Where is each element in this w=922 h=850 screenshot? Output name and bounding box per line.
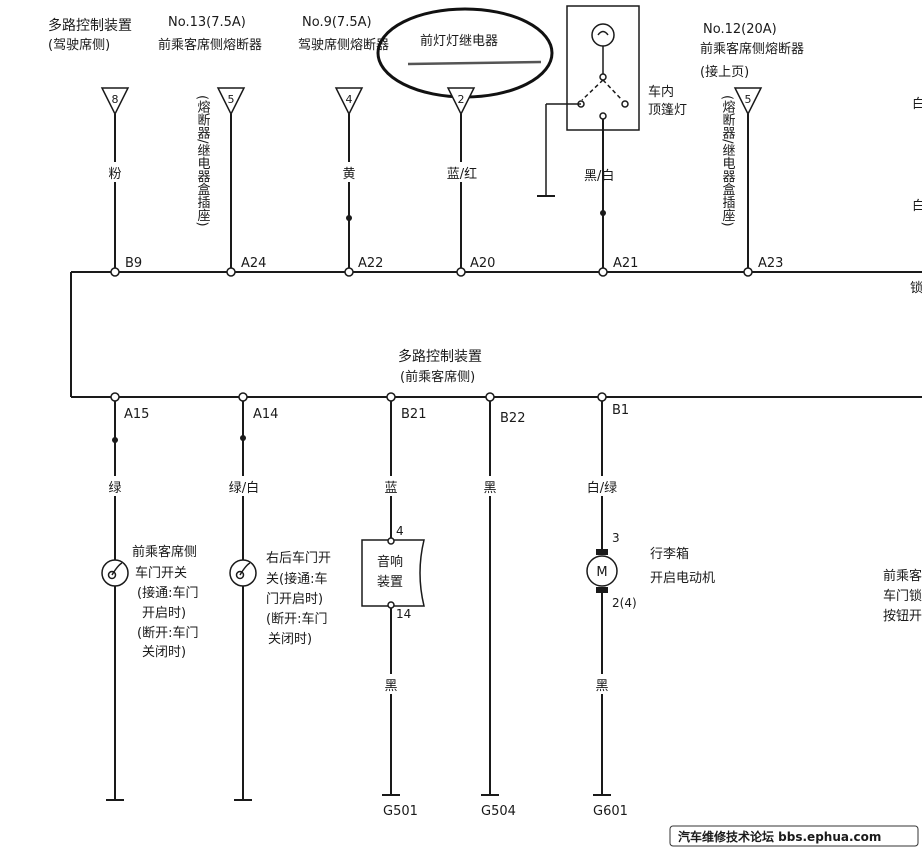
fuse-box-text-right: (熔断器/继电器盒插座) — [720, 95, 736, 227]
wire-color-green: 绿 — [108, 481, 121, 496]
highlight-circle — [376, 7, 554, 99]
rear-door-switch-line-2: 关(接通:车 — [266, 571, 327, 587]
pin-a20: A20 — [470, 256, 495, 271]
front-door-switch-line-5: (断开:车门 — [137, 625, 198, 641]
pin-a21: A21 — [613, 256, 638, 271]
mcu-driver-label: 多路控制装置 — [48, 17, 132, 34]
wire-color-black-audio: 黑 — [384, 679, 397, 694]
wire-color-pink: 粉 — [108, 167, 121, 182]
wire-color-white-green: 白/绿 — [587, 480, 617, 496]
pin-b1: B1 — [612, 403, 629, 418]
audio-unit — [361, 537, 425, 609]
fuse-box-text-left: (熔断器/继电器盒插座) — [195, 95, 211, 227]
right-edge-letter-2: 白 — [912, 198, 922, 214]
connector-5a: 5 — [216, 87, 246, 116]
connector-5a-label: 5 — [228, 93, 235, 106]
mcu-driver-side-label: (驾驶席侧) — [48, 37, 110, 53]
rear-door-switch-line-3: 门开启时) — [266, 592, 323, 607]
wire-color-black-b22: 黑 — [483, 481, 496, 496]
fuse12-desc: 前乘客席侧熔断器 — [700, 41, 804, 57]
ground-g504: G504 — [481, 804, 516, 819]
wire-color-blue-red: 蓝/红 — [447, 166, 477, 182]
room-lamp-label-1: 车内 — [648, 84, 674, 100]
motor-icon: M — [586, 549, 618, 593]
audio-label-2: 装置 — [377, 575, 403, 590]
front-door-switch-icon — [101, 559, 129, 587]
pin-a14: A14 — [253, 407, 278, 422]
headlight-relay-label: 前灯灯继电器 — [420, 33, 498, 49]
rear-door-switch-line-4: (断开:车门 — [266, 611, 327, 627]
fuse13-label: No.13(7.5A) — [168, 15, 246, 30]
rear-door-switch-icon — [229, 559, 257, 587]
motor-pin-3: 3 — [612, 531, 620, 545]
bulb-filament — [597, 30, 609, 36]
continued-label: (接上页) — [700, 64, 749, 80]
pin-a22: A22 — [358, 256, 383, 271]
mcu-passenger-subtitle: (前乘客席侧) — [400, 369, 475, 385]
wire-color-yellow: 黄 — [342, 167, 355, 182]
connector-8-label: 8 — [112, 93, 119, 106]
watermark-box — [669, 825, 919, 847]
right-edge-top-char: 锁 — [910, 280, 922, 296]
watermark-text: 汽车维修技术论坛 bbs.ephua.com — [678, 829, 881, 844]
wire-color-green-white: 绿/白 — [229, 480, 259, 496]
rear-door-switch-line-1: 右后车门开 — [266, 550, 331, 566]
pin-b22: B22 — [500, 411, 525, 426]
highlight-underline — [407, 60, 542, 66]
front-door-switch-line-4: 开启时) — [142, 606, 186, 621]
connector-5b-label: 5 — [745, 93, 752, 106]
connector-2: 2 — [446, 87, 476, 116]
fuse9-label: No.9(7.5A) — [302, 15, 372, 30]
audio-pin-4: 4 — [396, 524, 404, 538]
right-edge-line-3: 按钮开 — [883, 609, 922, 624]
mcu-passenger-title: 多路控制装置 — [398, 348, 482, 365]
ground-g501: G501 — [383, 804, 418, 819]
connector-8: 8 — [100, 87, 130, 116]
ground-g601: G601 — [593, 804, 628, 819]
front-door-switch-line-1: 前乘客席侧 — [132, 544, 197, 560]
pin-b9: B9 — [125, 256, 142, 271]
fuse9-desc: 驾驶席侧熔断器 — [298, 37, 389, 53]
right-edge-letter-1: 白 — [912, 96, 922, 112]
pin-a23: A23 — [758, 256, 783, 271]
pin-a24: A24 — [241, 256, 266, 271]
front-door-switch-line-2: 车门开关 — [135, 565, 187, 581]
front-door-switch-line-6: 关闭时) — [142, 645, 186, 660]
bulb-icon — [591, 23, 615, 47]
right-edge-line-2: 车门锁 — [883, 588, 922, 604]
connector-2-label: 2 — [458, 93, 465, 106]
rear-door-switch-line-5: 关闭时) — [268, 632, 312, 647]
connector-4-label: 4 — [346, 93, 353, 106]
connector-4: 4 — [334, 87, 364, 116]
audio-pin-14: 14 — [396, 607, 411, 621]
front-door-switch-line-3: (接通:车门 — [137, 585, 198, 601]
wire-color-black-white: 黑/白 — [584, 168, 614, 184]
fuse12-label: No.12(20A) — [703, 22, 777, 37]
motor-pin-2: 2(4) — [612, 596, 637, 610]
wire-color-black-motor: 黑 — [595, 679, 608, 694]
trunk-motor-line-2: 开启电动机 — [650, 571, 715, 586]
pin-a15: A15 — [124, 407, 149, 422]
pin-b21: B21 — [401, 407, 426, 422]
trunk-motor-line-1: 行李箱 — [650, 546, 689, 562]
motor-symbol: M — [596, 565, 607, 580]
fuse13-desc: 前乘客席侧熔断器 — [158, 37, 262, 53]
room-lamp-label-2: 顶篷灯 — [648, 103, 687, 118]
connector-5b: 5 — [733, 87, 763, 116]
wire-color-blue: 蓝 — [384, 481, 397, 496]
right-edge-line-1: 前乘客 — [883, 568, 922, 584]
audio-label-1: 音响 — [377, 554, 403, 570]
